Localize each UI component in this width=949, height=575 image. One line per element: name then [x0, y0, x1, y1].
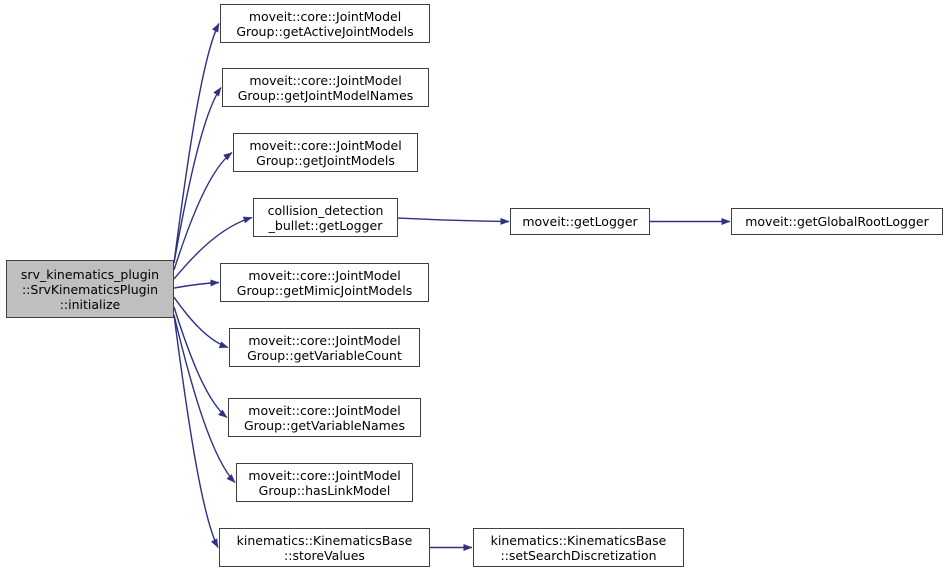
- graph-node-get-variable-count[interactable]: moveit::core::JointModel Group::getVaria…: [229, 328, 420, 367]
- graph-edge-collision-detection-bullet-get-logger-to-moveit-get-logger: [397, 217, 510, 225]
- graph-node-moveit-get-global-root-logger[interactable]: moveit::getGlobalRootLogger: [731, 208, 943, 235]
- graph-node-root[interactable]: srv_kinematics_plugin ::SrvKinematicsPlu…: [6, 260, 174, 318]
- graph-edge-root-to-get-variable-count: [173, 296, 229, 349]
- graph-node-label: moveit::core::JointModel Group::getVaria…: [243, 402, 405, 433]
- graph-edge-root-to-store-values: [173, 314, 219, 548]
- graph-node-label: moveit::core::JointModel Group::hasLinkM…: [248, 467, 401, 498]
- graph-edge-root-to-get-joint-models: [173, 151, 233, 271]
- graph-node-get-mimic-joint-models[interactable]: moveit::core::JointModel Group::getMimic…: [220, 263, 429, 302]
- graph-node-collision-detection-bullet-get-logger[interactable]: collision_detection _bullet::getLogger: [253, 198, 398, 237]
- graph-node-label: srv_kinematics_plugin ::SrvKinematicsPlu…: [20, 266, 160, 312]
- graph-edge-root-to-has-link-model: [173, 314, 236, 483]
- graph-node-label: moveit::core::JointModel Group::getMimic…: [236, 267, 413, 298]
- graph-node-get-joint-model-names[interactable]: moveit::core::JointModel Group::getJoint…: [222, 68, 429, 107]
- graph-node-get-joint-models[interactable]: moveit::core::JointModel Group::getJoint…: [233, 133, 418, 172]
- graph-node-label: moveit::core::JointModel Group::getJoint…: [249, 137, 402, 168]
- graph-node-set-search-discretization[interactable]: kinematics::KinematicsBase ::setSearchDi…: [473, 528, 684, 567]
- graph-node-label: moveit::getLogger: [522, 214, 638, 229]
- graph-node-moveit-get-logger[interactable]: moveit::getLogger: [510, 208, 650, 235]
- graph-node-has-link-model[interactable]: moveit::core::JointModel Group::hasLinkM…: [236, 463, 413, 502]
- graph-edge-root-to-get-joint-model-names: [173, 87, 222, 264]
- graph-node-label: moveit::core::JointModel Group::getJoint…: [237, 72, 414, 103]
- graph-node-label: collision_detection _bullet::getLogger: [267, 202, 384, 233]
- graph-edge-root-to-get-active-joint-models: [173, 23, 220, 264]
- graph-node-label: moveit::core::JointModel Group::getVaria…: [247, 332, 402, 363]
- graph-node-label: kinematics::KinematicsBase ::setSearchDi…: [490, 532, 667, 563]
- graph-node-store-values[interactable]: kinematics::KinematicsBase ::storeValues: [219, 528, 430, 567]
- graph-node-label: kinematics::KinematicsBase ::storeValues: [236, 532, 413, 563]
- graph-edge-root-to-get-variable-names: [173, 306, 228, 419]
- graph-edge-root-to-get-mimic-joint-models: [173, 279, 220, 289]
- graph-node-get-variable-names[interactable]: moveit::core::JointModel Group::getVaria…: [228, 398, 421, 437]
- graph-node-label: moveit::getGlobalRootLogger: [745, 214, 929, 229]
- graph-node-label: moveit::core::JointModel Group::getActiv…: [236, 8, 414, 39]
- graph-node-get-active-joint-models[interactable]: moveit::core::JointModel Group::getActiv…: [220, 4, 430, 43]
